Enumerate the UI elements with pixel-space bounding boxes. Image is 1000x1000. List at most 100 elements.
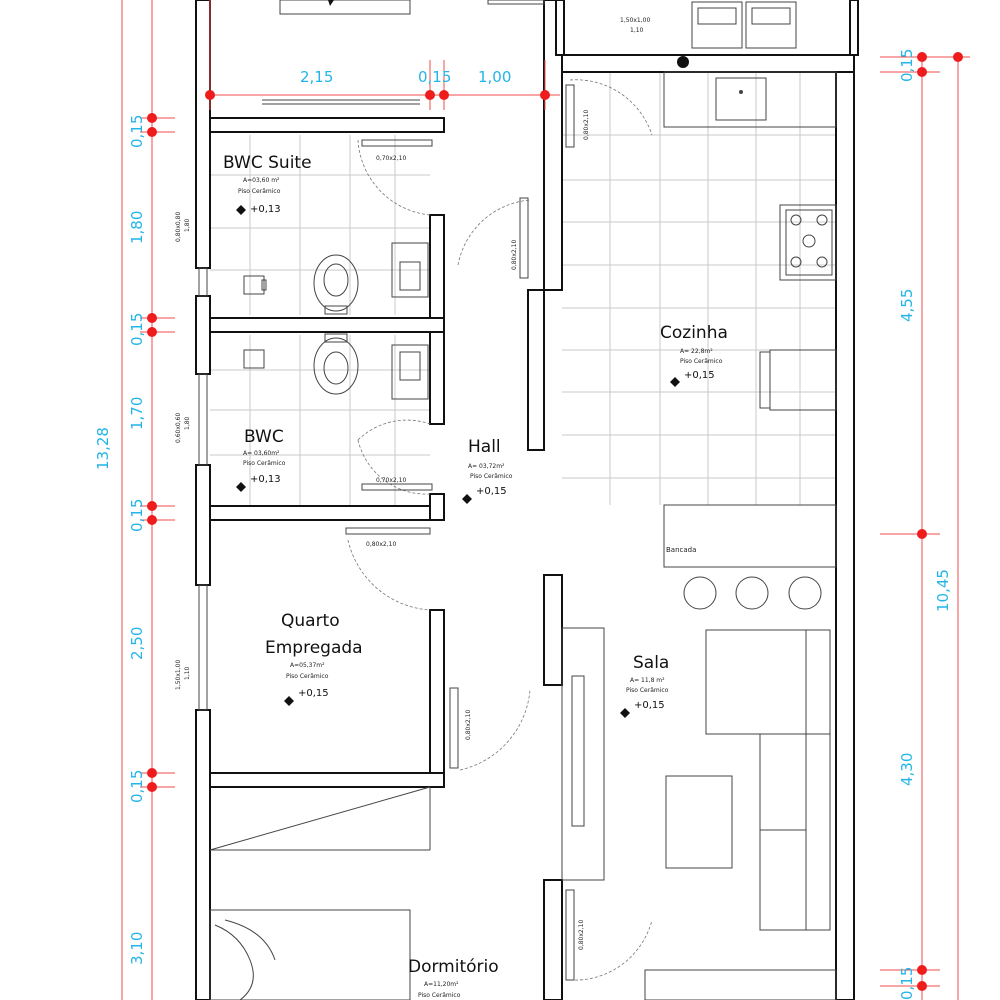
dim-right-1: 0,15 (898, 49, 916, 82)
window-bwc-label: 0,60x0,60 (175, 413, 182, 443)
laundry-tank-1 (691, 1, 743, 49)
dim-left-8: 3,10 (128, 932, 146, 965)
window-kitchen-label: 1,50x1,00 (620, 17, 650, 24)
room-area: A=11,20m² (424, 981, 459, 988)
room-floor: Piso Cerâmico (286, 673, 329, 680)
dim-left-2: 1,80 (128, 211, 146, 244)
living-furniture (571, 576, 831, 931)
door-sala-label: 0,80x2,10 (578, 920, 585, 950)
room-floor: Piso Cerâmico (243, 460, 286, 467)
dim-left-6: 2,50 (128, 627, 146, 660)
room-area: A= 03,60m² (243, 450, 280, 457)
room-name: Cozinha (660, 323, 728, 343)
sink-suite (391, 242, 429, 298)
window-kitchen-height: 1,10 (630, 27, 644, 34)
room-name-2: Empregada (265, 638, 363, 658)
dim-left-total: 13,28 (94, 427, 112, 470)
kitchen-sink (715, 77, 767, 121)
door-kitchen-label: 0,80x2,10 (583, 110, 590, 140)
level-marker-icon (284, 696, 294, 706)
room-quarto-empregada: Quarto Empregada A=05,37m² Piso Cerâmico… (265, 611, 363, 706)
tile-grid-bathrooms (210, 135, 430, 505)
dim-right-4: 0,15 (898, 967, 916, 1000)
kitchen-fixtures (663, 1, 837, 568)
room-level: +0,13 (250, 474, 281, 485)
room-floor: Piso Cerâmico (626, 687, 669, 694)
sink-bwc (391, 344, 429, 400)
door-hall-label: 0,80x2,10 (511, 240, 518, 270)
window-suite-label: 0,80x0,80 (175, 212, 182, 242)
room-area: A=03,60 m² (243, 177, 280, 184)
room-level: +0,15 (476, 486, 507, 497)
dim-left-1: 0,15 (128, 115, 146, 148)
laundry-tank-2 (745, 1, 797, 49)
room-name: BWC (244, 427, 284, 447)
dim-top-3: 1,00 (478, 68, 511, 86)
room-sala: Sala A= 11,8 m² Piso Cerâmico +0,15 (620, 653, 669, 718)
door-quarto-label: 0,80x2,10 (366, 541, 396, 548)
dim-left-3: 0,15 (128, 313, 146, 346)
level-marker-icon (670, 377, 680, 387)
window-bwc-height: 1,80 (184, 416, 191, 430)
stove (785, 209, 833, 276)
stool-2 (735, 576, 769, 610)
dimension-dots (147, 52, 963, 991)
room-area: A= 03,72m² (468, 463, 505, 470)
level-marker-icon (462, 494, 472, 504)
room-level: +0,13 (250, 204, 281, 215)
room-area: A= 11,8 m² (630, 677, 665, 684)
dimension-lines (121, 0, 970, 1000)
dim-left-7: 0,15 (128, 770, 146, 803)
window-quarto-label: 1,50x1,00 (175, 660, 182, 690)
bed (209, 909, 411, 1000)
bedroom-furniture (209, 786, 431, 1000)
room-bwc: BWC A= 03,60m² Piso Cerâmico +0,13 (236, 427, 286, 492)
room-level: +0,15 (684, 370, 715, 381)
room-level: +0,15 (298, 688, 329, 699)
room-name-1: Quarto (281, 611, 340, 631)
window-quarto-height: 1,10 (184, 666, 191, 680)
room-area: A=05,37m² (290, 662, 325, 669)
door-bwc-label: 0,70x2,10 (376, 477, 406, 484)
room-name: Hall (468, 437, 501, 457)
doors (345, 79, 837, 1000)
walls (195, 0, 859, 1000)
stool-1 (683, 576, 717, 610)
coffee-table (665, 775, 733, 869)
room-hall: Hall A= 03,72m² Piso Cerâmico +0,15 (462, 437, 513, 504)
dim-top-2: 0,15 (418, 68, 451, 86)
room-area: A= 22,8m² (680, 348, 713, 355)
room-level: +0,15 (634, 700, 665, 711)
room-name: Sala (633, 653, 669, 673)
dim-right-2: 4,55 (898, 289, 916, 322)
dim-right-total: 10,45 (934, 569, 952, 612)
sofa (705, 629, 831, 735)
level-marker-icon (236, 482, 246, 492)
room-cozinha: Cozinha A= 22,8m² Piso Cerâmico +0,15 (660, 323, 728, 387)
stool-3 (788, 576, 822, 610)
bathroom-fixtures (243, 242, 429, 400)
upper-room-remnants (279, 0, 545, 15)
window-suite-height: 1,80 (184, 218, 191, 232)
dim-top-1: 2,15 (300, 68, 333, 86)
door-suite-label: 0,70x2,10 (376, 155, 406, 162)
tile-grid-kitchen (562, 72, 836, 505)
toilet-suite (313, 254, 359, 312)
room-bwc-suite: BWC Suite A=03,60 m² Piso Cerâmico +0,13 (223, 153, 312, 215)
room-name: BWC Suite (223, 153, 312, 173)
toilet-bwc (313, 337, 359, 395)
dim-left-5: 0,15 (128, 499, 146, 532)
fridge (769, 349, 837, 411)
dim-left-4: 1,70 (128, 397, 146, 430)
room-floor: Piso Cerâmico (470, 473, 513, 480)
room-floor: Piso Cerâmico (418, 992, 461, 999)
room-name: Dormitório (408, 957, 499, 977)
room-floor: Piso Cerâmico (680, 358, 723, 365)
door-quarto-v-label: 0,80x2,10 (465, 710, 472, 740)
dim-right-3: 4,30 (898, 753, 916, 786)
room-floor: Piso Cerâmico (238, 188, 281, 195)
room-dormitorio: Dormitório A=11,20m² Piso Cerâmico (408, 957, 499, 999)
bancada-label: Bancada (666, 546, 696, 554)
level-marker-icon (236, 205, 246, 215)
